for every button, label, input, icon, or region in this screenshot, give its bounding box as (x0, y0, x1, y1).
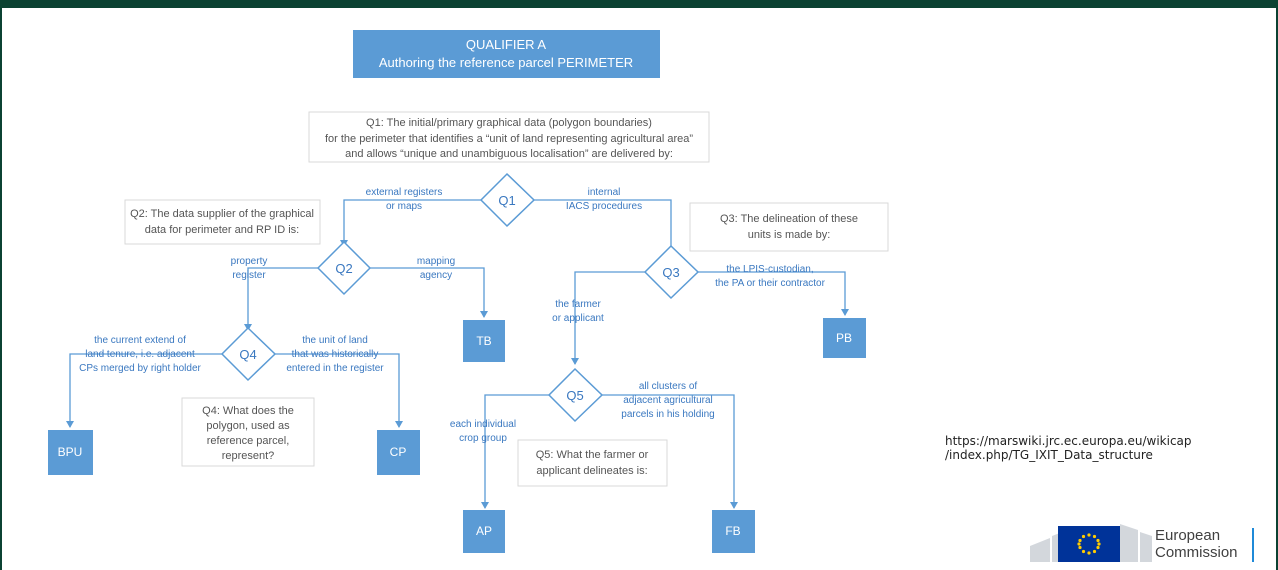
q4-text-line-1: Q4: What does the (202, 405, 294, 417)
edge-label-q1-left-2: or maps (386, 201, 422, 212)
q4-text-line-2: polygon, used as (206, 420, 290, 432)
edge-q4-tenure (66, 353, 222, 428)
edge-label-q4-right-3: entered in the register (286, 363, 384, 374)
edge-label-q3-left-2: or applicant (552, 313, 604, 324)
question-box-q5: Q5: What the farmer or applicant delinea… (517, 439, 668, 487)
q3-text-line-1: Q3: The delineation of these (720, 213, 858, 225)
decision-q3-label: Q3 (662, 265, 679, 280)
edge-label-q2-right-2: agency (420, 270, 452, 281)
terminal-tb: TB (463, 320, 505, 362)
q1-text-line-3: and allows “unique and unambiguous local… (345, 148, 673, 160)
question-box-q1: Q1: The initial/primary graphical data (… (308, 111, 710, 163)
q3-text-line-2: units is made by: (748, 229, 831, 241)
q5-text-line-2: applicant delineates is: (536, 465, 647, 477)
q4-text-line-3: reference parcel, (207, 435, 290, 447)
q1-text-line-2: for the perimeter that identifies a “uni… (325, 133, 693, 145)
connectors (66, 199, 849, 509)
q2-text-line-1: Q2: The data supplier of the graphical (130, 208, 314, 220)
terminal-ap-label: AP (476, 524, 492, 538)
edge-label-q1-left-1: external registers (366, 187, 443, 198)
european-commission-logo-graphic (1030, 524, 1152, 562)
title-line-1: QUALIFIER A (466, 37, 547, 52)
terminal-tb-label: TB (476, 334, 491, 348)
right-border (1276, 8, 1278, 570)
edge-label-q5-left-2: crop group (459, 433, 507, 444)
title-box: QUALIFIER A Authoring the reference parc… (353, 30, 660, 78)
edge-label-q1-right-1: internal (588, 187, 621, 198)
source-url-line-2: /index.php/TG_IXIT_Data_structure (945, 448, 1153, 462)
top-banner-bar (0, 0, 1278, 8)
terminal-pb-label: PB (836, 331, 852, 345)
edge-label-q2-left-1: property (231, 256, 268, 267)
terminal-pb: PB (823, 318, 866, 358)
title-line-2: Authoring the reference parcel PERIMETER (379, 55, 633, 70)
edge-q5-crop (481, 394, 549, 509)
question-box-q4: Q4: What does the polygon, used as refer… (181, 397, 315, 467)
edge-q2-mapping (370, 267, 488, 318)
edge-q1-external (340, 199, 481, 247)
edge-q3-farmer (571, 271, 645, 365)
question-box-q3: Q3: The delineation of these units is ma… (689, 202, 889, 252)
decision-q4: Q4 (220, 326, 277, 382)
left-border (0, 8, 2, 570)
q1-text-line-1: Q1: The initial/primary graphical data (… (366, 117, 652, 129)
edge-label-q5-right-1: all clusters of (639, 381, 698, 392)
edge-label-q4-right-2: that was historically (292, 349, 379, 360)
q4-text-line-4: represent? (222, 450, 275, 462)
decision-q1: Q1 (479, 172, 536, 228)
terminal-ap: AP (463, 510, 505, 553)
terminal-fb: FB (712, 510, 755, 553)
edge-q5-clusters (602, 394, 738, 509)
edge-q3-lpis (698, 271, 849, 316)
wordmark-accent-bar (1252, 528, 1254, 562)
edge-label-q5-right-2: adjacent agricultural (623, 395, 713, 406)
edge-label-q3-left-1: the farmer (555, 299, 601, 310)
decision-q5-label: Q5 (566, 388, 583, 403)
decision-q2: Q2 (316, 240, 372, 296)
source-url[interactable]: https://marswiki.jrc.ec.europa.eu/wikica… (945, 434, 1192, 462)
terminal-cp: CP (377, 430, 420, 475)
edge-q2-property (244, 267, 318, 331)
decision-q4-label: Q4 (239, 347, 256, 362)
q5-text-line-1: Q5: What the farmer or (536, 449, 649, 461)
terminal-cp-label: CP (390, 445, 407, 459)
edge-label-q5-right-3: parcels in his holding (621, 409, 714, 420)
question-box-q2: Q2: The data supplier of the graphical d… (124, 199, 321, 245)
decision-q1-label: Q1 (498, 193, 515, 208)
decision-q3: Q3 (643, 244, 700, 300)
decision-q5: Q5 (547, 367, 604, 423)
q2-text-line-2: data for perimeter and RP ID is: (145, 224, 299, 236)
edge-q4-unit (275, 353, 403, 428)
edge-label-q3-right-1: the LPIS-custodian, (726, 264, 813, 275)
edge-label-q3-right-2: the PA or their contractor (715, 278, 826, 289)
edge-label-q5-left-1: each individual (450, 419, 516, 430)
edge-q1-internal (534, 199, 675, 257)
wordmark-line-2: Commission (1155, 544, 1238, 561)
eu-stars-icon (1077, 533, 1101, 555)
edge-label-q4-left-1: the current extend of (94, 335, 186, 346)
edge-label-q4-left-3: CPs merged by right holder (79, 363, 201, 374)
terminal-bpu: BPU (48, 430, 93, 475)
terminal-fb-label: FB (725, 524, 740, 538)
edge-label-q2-right-1: mapping (417, 256, 455, 267)
wordmark-line-1: European (1155, 527, 1221, 544)
edge-label-q4-right-1: the unit of land (302, 335, 368, 346)
european-commission-wordmark: European Commission (1155, 527, 1238, 561)
edge-label-q1-right-2: IACS procedures (566, 201, 642, 212)
source-url-line-1: https://marswiki.jrc.ec.europa.eu/wikica… (945, 434, 1192, 448)
edge-label-q4-left-2: land tenure, i.e. adjacent (85, 349, 195, 360)
terminal-bpu-label: BPU (58, 445, 83, 459)
decision-q2-label: Q2 (335, 261, 352, 276)
edge-label-q2-left-2: register (232, 270, 266, 281)
